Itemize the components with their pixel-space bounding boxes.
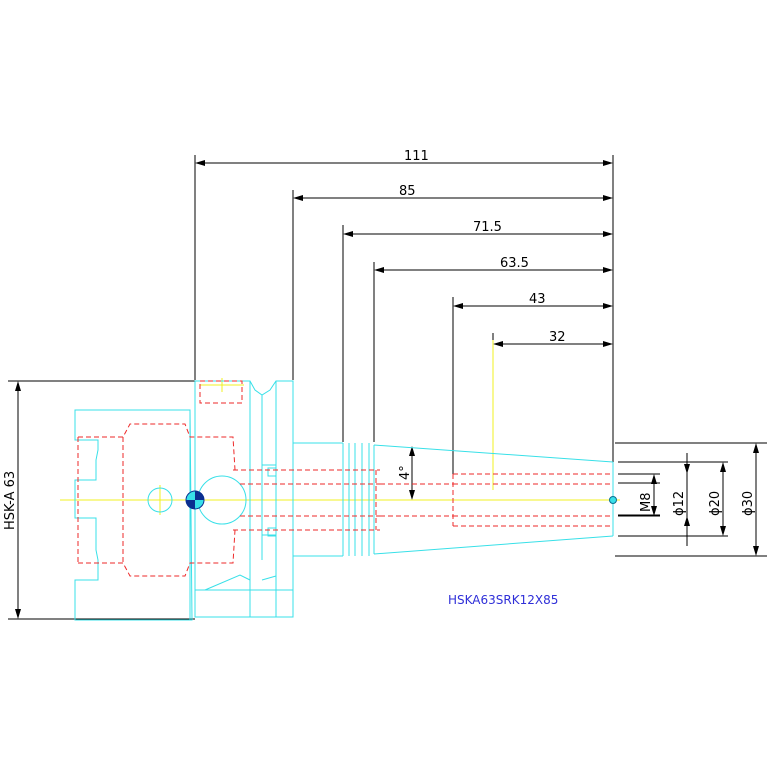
dim-111-label: 111 <box>404 149 429 164</box>
dim-32-label: 32 <box>549 330 566 345</box>
dim-85-label: 85 <box>399 184 416 199</box>
centerlines <box>60 340 620 515</box>
dim-63-5-label: 63.5 <box>500 256 529 271</box>
dim-hsk-label: HSK-A 63 <box>3 471 18 530</box>
dim-4deg-label: 4° <box>398 465 413 480</box>
dim-71-5-label: 71.5 <box>473 220 502 235</box>
dim-dia12-label: ϕ12 <box>672 491 687 516</box>
dim-43-label: 43 <box>529 292 546 307</box>
part-number-label: HSKA63SRK12X85 <box>448 593 558 607</box>
tool-holder-outline <box>74 380 617 621</box>
dimension-lines <box>8 155 767 620</box>
dim-dia30-label: ϕ30 <box>741 491 756 516</box>
hidden-lines <box>77 380 613 577</box>
dim-dia20-label: ϕ20 <box>708 491 723 516</box>
dimension-labels: 111 85 71.5 63.5 43 32 4° M8 ϕ12 ϕ20 ϕ30… <box>3 149 756 530</box>
dim-m8-label: M8 <box>639 493 654 513</box>
